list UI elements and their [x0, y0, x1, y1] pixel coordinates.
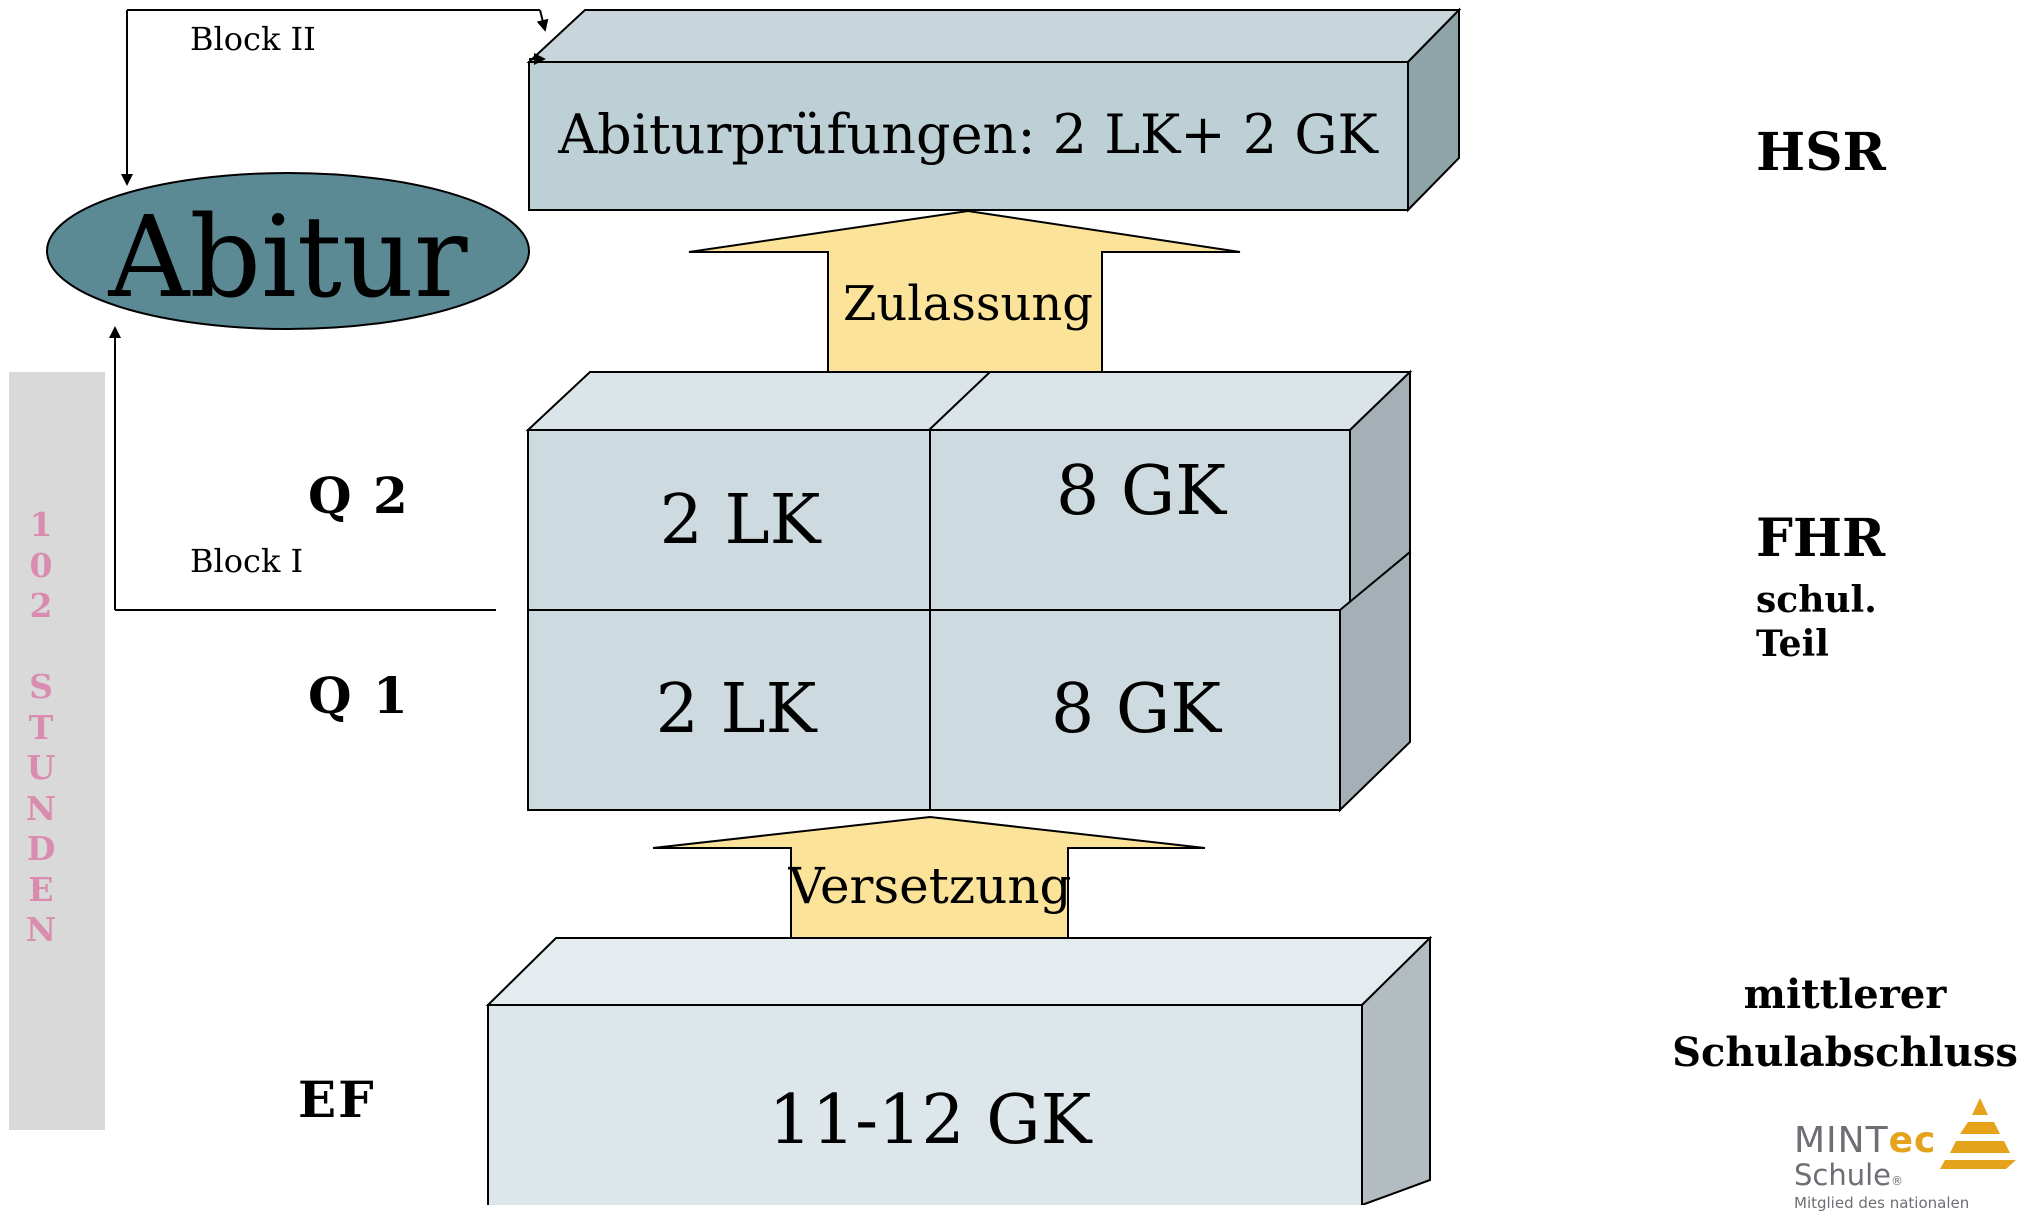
fhr-label: FHR — [1756, 508, 1886, 569]
hsr-label: HSR — [1756, 122, 1886, 183]
mintec-mint-text: MINT — [1794, 1120, 1889, 1161]
mintec-schule-word: Schule — [1794, 1158, 1892, 1192]
q1-gk-text: 8 GK — [1051, 670, 1222, 749]
block-ii-label: Block II — [190, 20, 316, 58]
zulassung-arrow: Zulassung — [688, 209, 1241, 373]
mintec-wordmark: MINTec — [1794, 1120, 1936, 1161]
block-ii-connector — [121, 9, 549, 186]
mintec-ec-text: ec — [1888, 1120, 1937, 1161]
mintec-tagline: Mitglied des nationalen — [1794, 1194, 1970, 1212]
q1-lk-text: 2 LK — [656, 670, 818, 749]
stunden-bar — [9, 372, 105, 1130]
q2-row: 2 LK 8 GK — [525, 369, 1413, 613]
mintec-pyramid-icon — [1940, 1098, 2016, 1169]
mittlerer-schulabschluss-label: mittlerer Schulabschluss — [1672, 971, 2018, 1076]
mintec-schule-text: Schule® — [1794, 1158, 1903, 1192]
q2-gk-text: 8 GK — [1056, 452, 1227, 531]
q2-label: Q 2 — [308, 466, 410, 525]
versetzung-label: Versetzung — [787, 857, 1071, 915]
q1-row: 2 LK 8 GK — [527, 549, 1411, 813]
block-i-connector — [109, 326, 496, 611]
zulassung-label: Zulassung — [843, 276, 1093, 332]
abiturpruefungen-text: Abiturprüfungen: 2 LK+ 2 GK — [557, 103, 1379, 166]
mintec-logo: MINTec Schule® Mitglied des nationalen — [1790, 1088, 2030, 1212]
abitur-label: Abitur — [108, 193, 468, 323]
stunden-label: 1 0 2 S T U N D E N — [25, 505, 57, 949]
fhr-sub-label: schul. Teil — [1756, 579, 1877, 665]
q2-lk-text: 2 LK — [660, 481, 822, 560]
ef-box: 11-12 GK — [485, 935, 1433, 1205]
ef-text: 11-12 GK — [769, 1081, 1093, 1160]
ef-label: EF — [298, 1070, 376, 1129]
versetzung-arrow: Versetzung — [652, 815, 1206, 939]
block-i-label: Block I — [190, 542, 304, 580]
abiturpruefungen-box: Abiturprüfungen: 2 LK+ 2 GK — [526, 7, 1462, 213]
abitur-ellipse — [46, 172, 530, 330]
mintec-registered-mark: ® — [1891, 1174, 1904, 1188]
q1-label: Q 1 — [308, 666, 410, 725]
